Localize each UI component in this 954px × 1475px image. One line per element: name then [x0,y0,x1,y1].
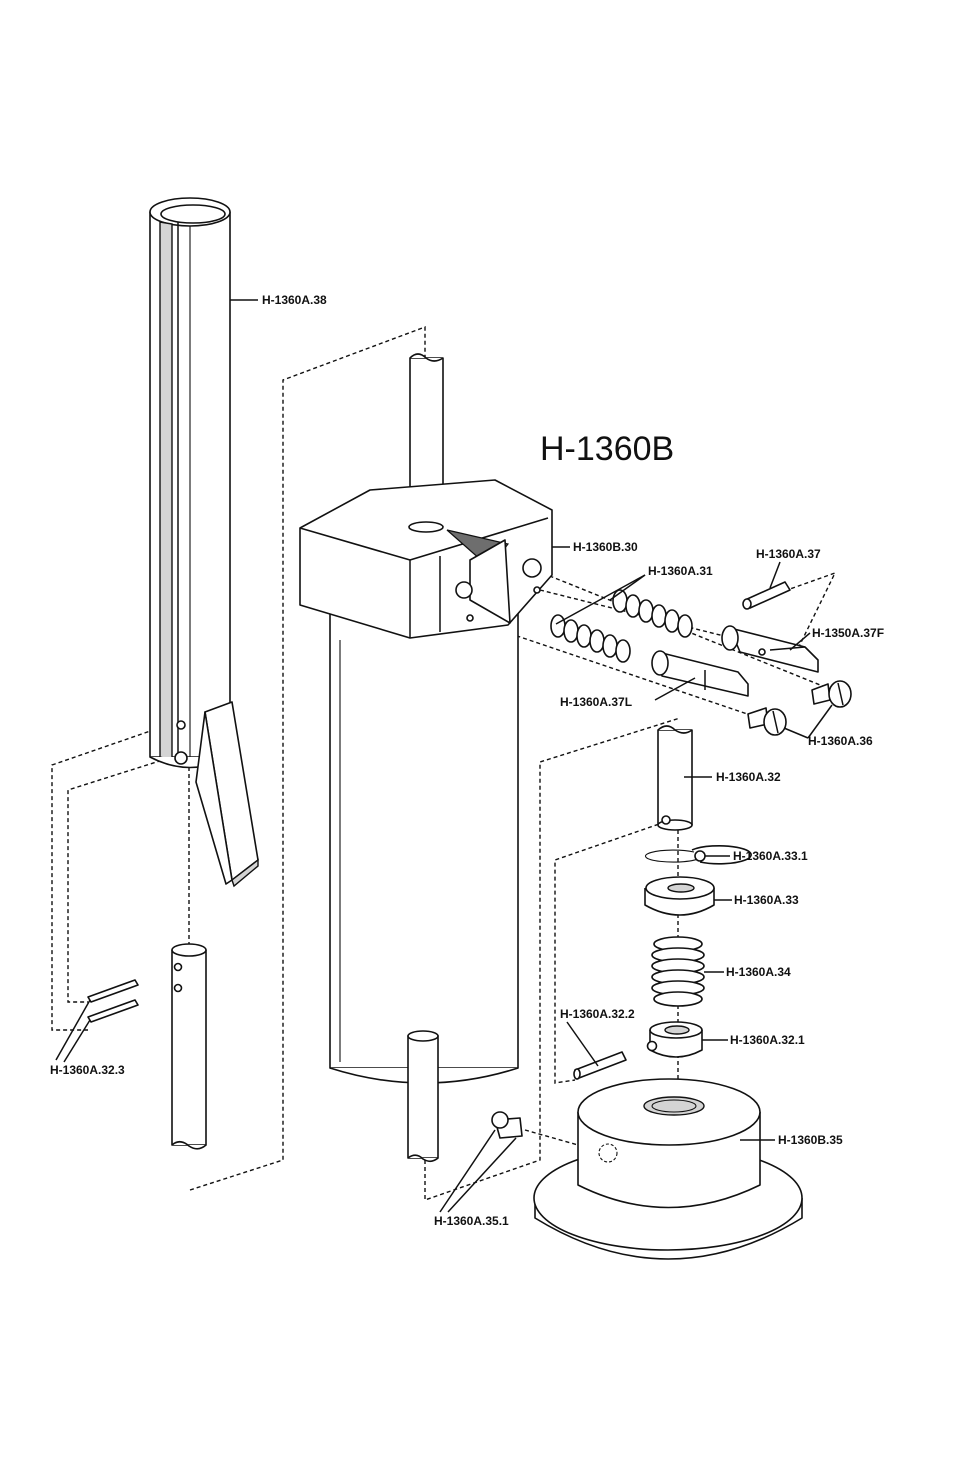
label-collar-32-1: H-1360A.32.1 [730,1033,805,1047]
collar-32-1 [646,1021,728,1058]
pawl-37l [651,650,749,701]
label-base-35: H-1360B.35 [778,1133,843,1147]
label-housing: H-1360B.30 [573,540,638,554]
label-spring-34: H-1360A.34 [726,965,791,979]
pin-35-1 [439,1111,523,1213]
label-pin-37: H-1360A.37 [756,547,821,561]
pin-37 [742,561,791,610]
label-pin-32-2: H-1360A.32.2 [560,1007,635,1021]
part-labels: H-1360A.38 H-1360B.30 H-1360A.31 H-1360A… [50,293,884,1228]
compression-spring-34 [651,936,724,1007]
label-leaders [230,299,730,857]
label-spring-small: H-1360A.31 [648,564,713,578]
screws-36 [747,680,852,739]
label-screw-36: H-1360A.36 [808,734,873,748]
retaining-ring [644,844,752,865]
label-pawl-37l: H-1360A.37L [560,695,632,709]
slanted-block [195,701,259,888]
slotted-tube [149,197,231,769]
housing-body [299,353,553,1084]
label-washer-33: H-1360A.33 [734,893,799,907]
label-ring-33-1: H-1360A.33.1 [733,849,808,863]
diagram-title: H-1360B [540,430,674,468]
housing-lower-rod [407,1030,439,1163]
roll-pin-32-2 [566,1021,627,1080]
label-tube: H-1360A.38 [262,293,327,307]
pawl-37f [721,625,819,673]
lower-pin-cylinder [171,943,207,1150]
base-35 [533,1078,803,1260]
washer-33 [644,876,732,916]
small-springs [550,574,693,663]
label-pin-35-1: H-1360A.35.1 [434,1214,509,1228]
roll-pins-left [55,979,139,1063]
label-pin-32-3: H-1360A.32.3 [50,1063,125,1077]
shaft-32 [657,725,712,831]
label-shaft-32: H-1360A.32 [716,770,781,784]
label-pawl-37f: H-1350A.37F [812,626,884,640]
